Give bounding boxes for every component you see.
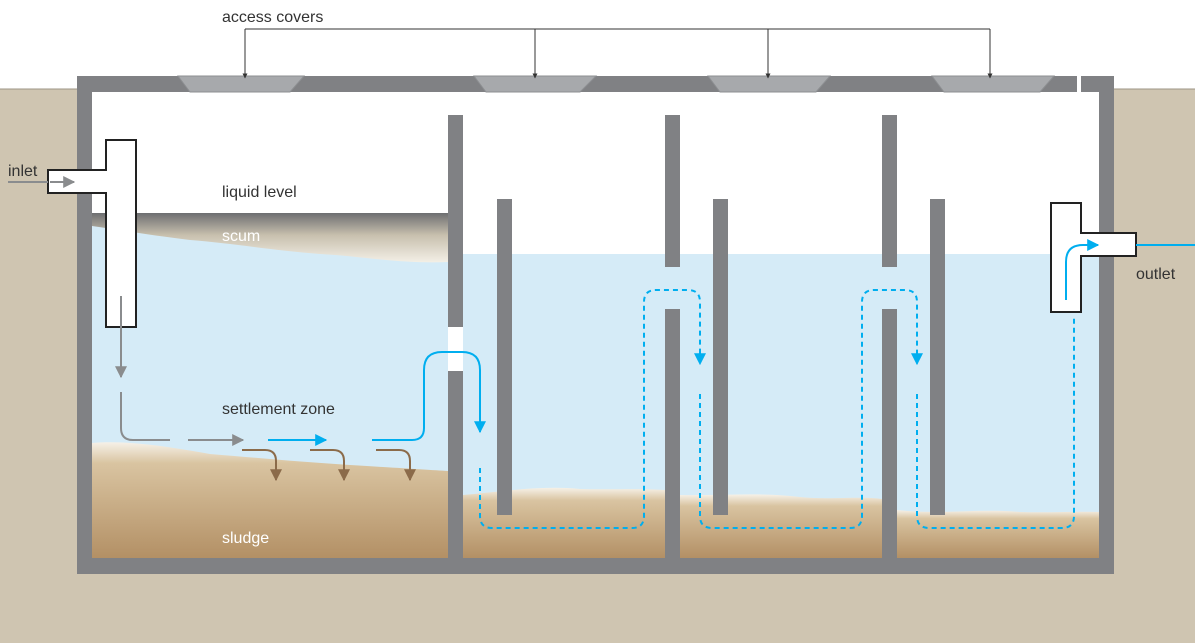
baffle-bottom-1 xyxy=(448,371,463,558)
baffle-bottom-3 xyxy=(882,309,897,558)
access-cover-4 xyxy=(931,75,1056,93)
settle-arrow-2 xyxy=(310,449,350,482)
sludge-chamber-2 xyxy=(463,487,665,558)
sludge-chamber-4 xyxy=(897,510,1099,558)
flow-dashed-2 xyxy=(699,289,923,529)
baffle-hanging-3 xyxy=(930,199,945,515)
settle-arrow-1 xyxy=(242,449,282,482)
label-settlement-zone: settlement zone xyxy=(222,401,335,418)
vent-gap xyxy=(1077,76,1081,92)
baffle-hanging-1 xyxy=(497,199,512,515)
access-cover-3 xyxy=(707,75,832,93)
flow-grey-bend xyxy=(120,392,170,441)
scum-layer xyxy=(92,213,448,263)
flow-dashed-1 xyxy=(479,289,706,529)
outlet-pipe xyxy=(1050,202,1137,313)
settle-arrow-3 xyxy=(376,449,416,482)
flow-blue-over-baffle xyxy=(372,351,486,441)
access-cover-2 xyxy=(473,75,598,93)
baffle-top-2 xyxy=(665,115,680,267)
label-scum: scum xyxy=(222,228,260,245)
flow-blue-outlet xyxy=(1065,239,1100,300)
access-cover-1 xyxy=(177,75,306,93)
baffle-top-1 xyxy=(448,115,463,327)
sludge-chamber-3 xyxy=(680,494,882,558)
label-access-covers: access covers xyxy=(222,9,323,26)
label-inlet: inlet xyxy=(8,163,38,180)
label-sludge: sludge xyxy=(222,530,269,547)
label-outlet: outlet xyxy=(1136,266,1176,283)
label-liquid-level: liquid level xyxy=(222,184,297,201)
baffle-hanging-2 xyxy=(713,199,728,515)
sludge-chamber-1 xyxy=(92,442,448,558)
baffle-top-3 xyxy=(882,115,897,267)
baffle-bottom-2 xyxy=(665,309,680,558)
flow-dashed-3 xyxy=(916,316,1075,529)
